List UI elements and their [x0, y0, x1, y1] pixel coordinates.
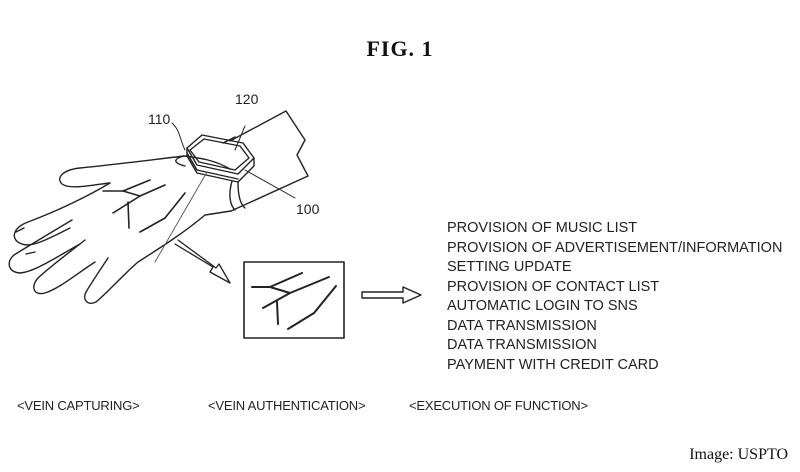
sensor-beam [154, 171, 208, 263]
watch-device [186, 134, 255, 211]
function-item: SETTING UPDATE [447, 259, 572, 275]
figure-title: FIG. 1 [366, 36, 434, 61]
ref-label-100: 100 [296, 201, 320, 217]
image-credit: Image: USPTO [689, 446, 788, 463]
vein-image-box [243, 261, 345, 339]
hand-veins [102, 179, 186, 233]
function-item: PROVISION OF MUSIC LIST [447, 220, 638, 236]
arrow-to-execution [361, 286, 422, 304]
function-item: PROVISION OF CONTACT LIST [447, 278, 660, 295]
function-item: PAYMENT WITH CREDIT CARD [447, 356, 659, 373]
function-item: DATA TRANSMISSION [447, 317, 597, 334]
function-item: DATA TRANSMISSION [447, 337, 597, 353]
ref-label-120: 120 [235, 91, 259, 107]
captured-veins [251, 272, 337, 330]
stage-label-capturing: <VEIN CAPTURING> [17, 398, 140, 413]
leader-lines [171, 122, 296, 199]
arrow-to-authentication [174, 239, 231, 284]
ref-label-110: 110 [148, 111, 171, 127]
function-list: PROVISION OF MUSIC LIST PROVISION OF ADV… [447, 219, 782, 375]
hand [8, 155, 232, 304]
forearm [222, 110, 309, 212]
function-item: PROVISION OF ADVERTISEMENT/INFORMATION [447, 239, 783, 256]
stage-label-execution: <EXECUTION OF FUNCTION> [409, 398, 588, 413]
function-item: AUTOMATIC LOGIN TO SNS [447, 298, 638, 314]
stage-label-authentication: <VEIN AUTHENTICATION> [208, 398, 366, 413]
